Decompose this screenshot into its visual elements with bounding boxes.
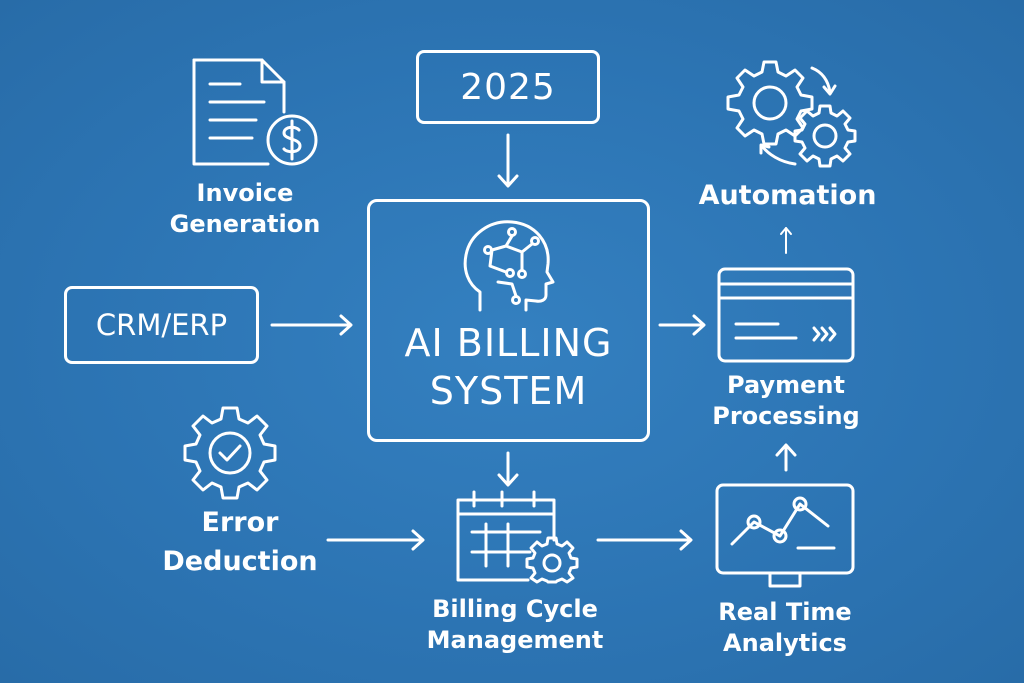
arrow-error-to-billing: [326, 529, 425, 551]
arrow-center-to-payment: [658, 314, 706, 336]
crm-erp-label: CRM/ERP: [95, 308, 228, 342]
small-gear-icon: [793, 104, 857, 168]
center-box: [367, 199, 650, 442]
invoice-label: Invoice Generation: [150, 178, 340, 240]
monitor-chart-icon: [715, 483, 855, 588]
ai-head-icon: [463, 220, 555, 312]
payment-label-line1: Payment: [727, 371, 845, 399]
arrow-crm-to-center: [270, 314, 353, 336]
invoice-dollar-icon: [192, 58, 318, 166]
card-icon: [717, 267, 855, 363]
analytics-label: Real Time Analytics: [680, 597, 890, 659]
automation-label: Automation: [698, 180, 877, 211]
crm-erp-box: CRM/ERP: [64, 286, 259, 364]
error-label-line2: Deduction: [162, 546, 318, 578]
invoice-label-line2: Generation: [169, 210, 321, 239]
center-title: AI BILLING SYSTEM: [367, 320, 650, 415]
center-title-line1: AI BILLING: [404, 321, 613, 365]
arrow-center-to-billing: [497, 451, 519, 487]
arrow-payment-to-automation: [780, 227, 792, 254]
billing-label-line1: Billing Cycle: [432, 595, 598, 623]
invoice-label-line1: Invoice: [196, 179, 294, 207]
billing-label: Billing Cycle Management: [400, 594, 630, 656]
analytics-label-line1: Real Time: [718, 598, 852, 626]
payment-label: Payment Processing: [686, 370, 886, 432]
year-box: 2025: [416, 50, 600, 124]
center-title-line2: SYSTEM: [429, 368, 588, 413]
billing-label-line2: Management: [426, 626, 604, 655]
gears-cycle-icon: [726, 60, 857, 168]
arrow-billing-to-analytics: [596, 529, 693, 551]
large-gear-icon: [726, 60, 814, 146]
error-label-line1: Error: [201, 507, 279, 538]
arrow-year-to-center: [497, 133, 519, 188]
arrow-analytics-to-payment: [775, 443, 797, 472]
year-label: 2025: [460, 66, 556, 108]
gear-check-icon: [183, 406, 277, 500]
calendar-gear-icon: [456, 490, 579, 584]
analytics-label-line2: Analytics: [723, 629, 847, 658]
error-label: Error Deduction: [140, 503, 340, 581]
payment-label-line2: Processing: [712, 402, 860, 431]
